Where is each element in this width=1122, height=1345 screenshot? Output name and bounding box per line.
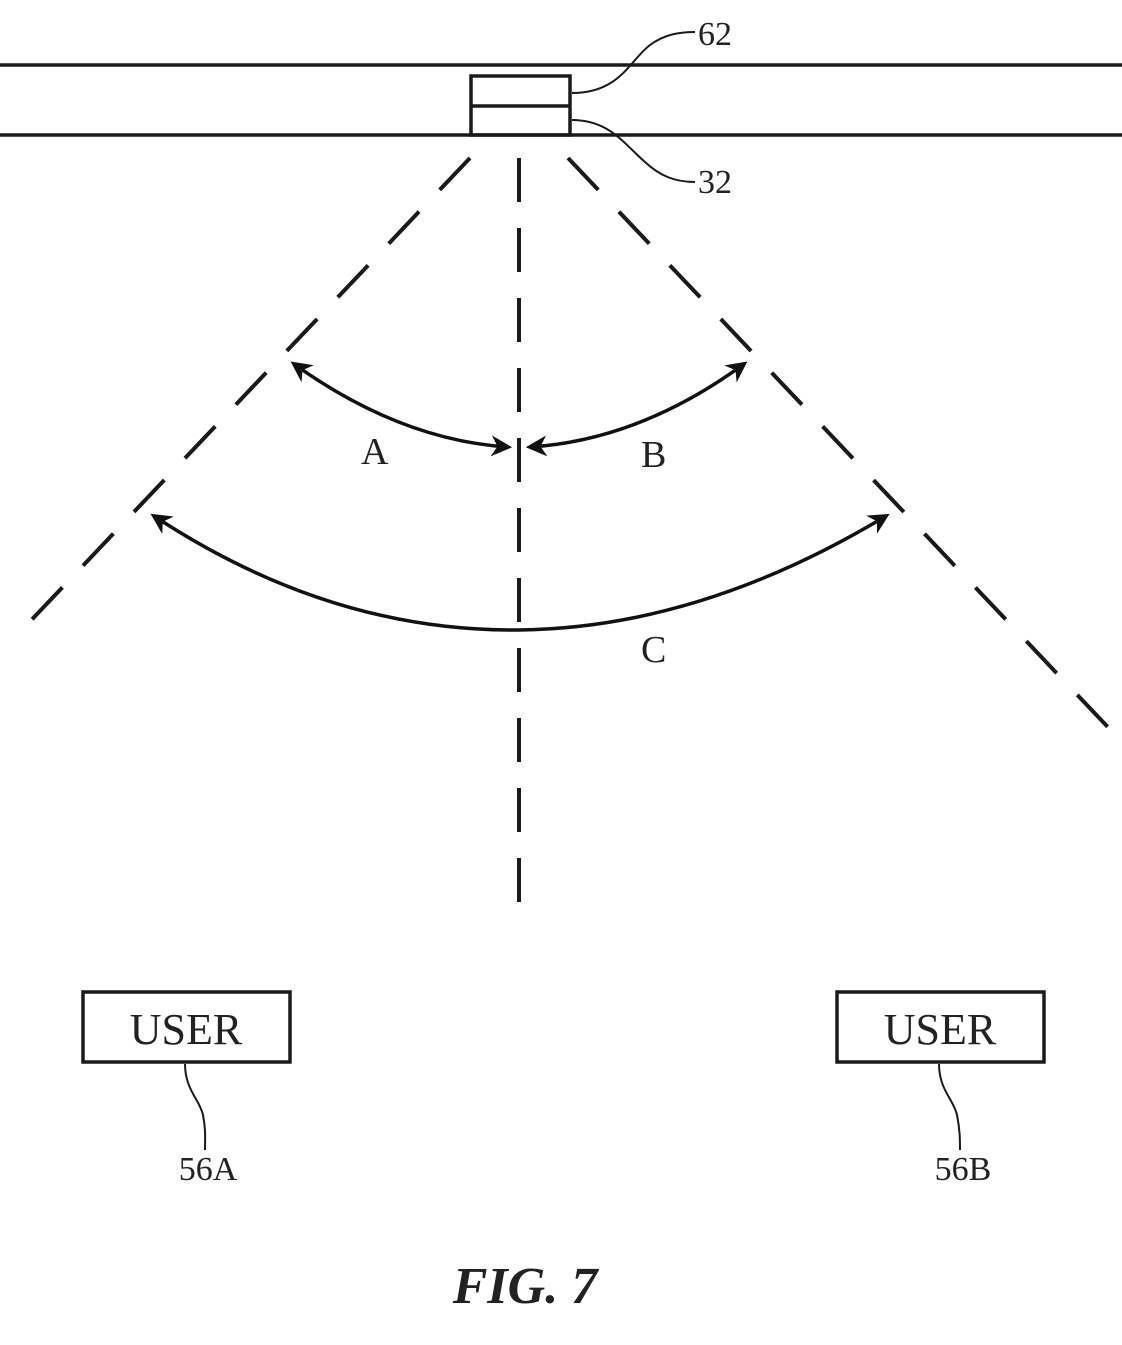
ref-label-32: 32 — [698, 164, 732, 201]
leader-56a — [184, 1063, 207, 1151]
ref-label-62: 62 — [698, 16, 732, 53]
user-label-56b: USER — [884, 1005, 997, 1054]
user-label-56a: USER — [130, 1005, 243, 1054]
angle-label-a: A — [361, 431, 389, 473]
user-box-56b — [835, 990, 1046, 1064]
angle-label-b: B — [641, 434, 666, 476]
angle-arc-a — [290, 361, 513, 457]
user-box-56a — [81, 990, 292, 1064]
ref-label-56b: 56B — [935, 1151, 992, 1188]
ref-label-56a: 56A — [179, 1151, 238, 1188]
leader-56b — [938, 1063, 961, 1151]
angle-label-c: C — [641, 629, 666, 671]
leader-62 — [571, 31, 696, 94]
right-boundary-line — [566, 156, 1122, 744]
angle-arc-c — [150, 513, 890, 632]
left-boundary-line — [18, 156, 472, 634]
figure-caption: FIG. 7 — [452, 1258, 599, 1315]
leader-32 — [571, 119, 696, 183]
angle-arc-b — [525, 361, 748, 457]
